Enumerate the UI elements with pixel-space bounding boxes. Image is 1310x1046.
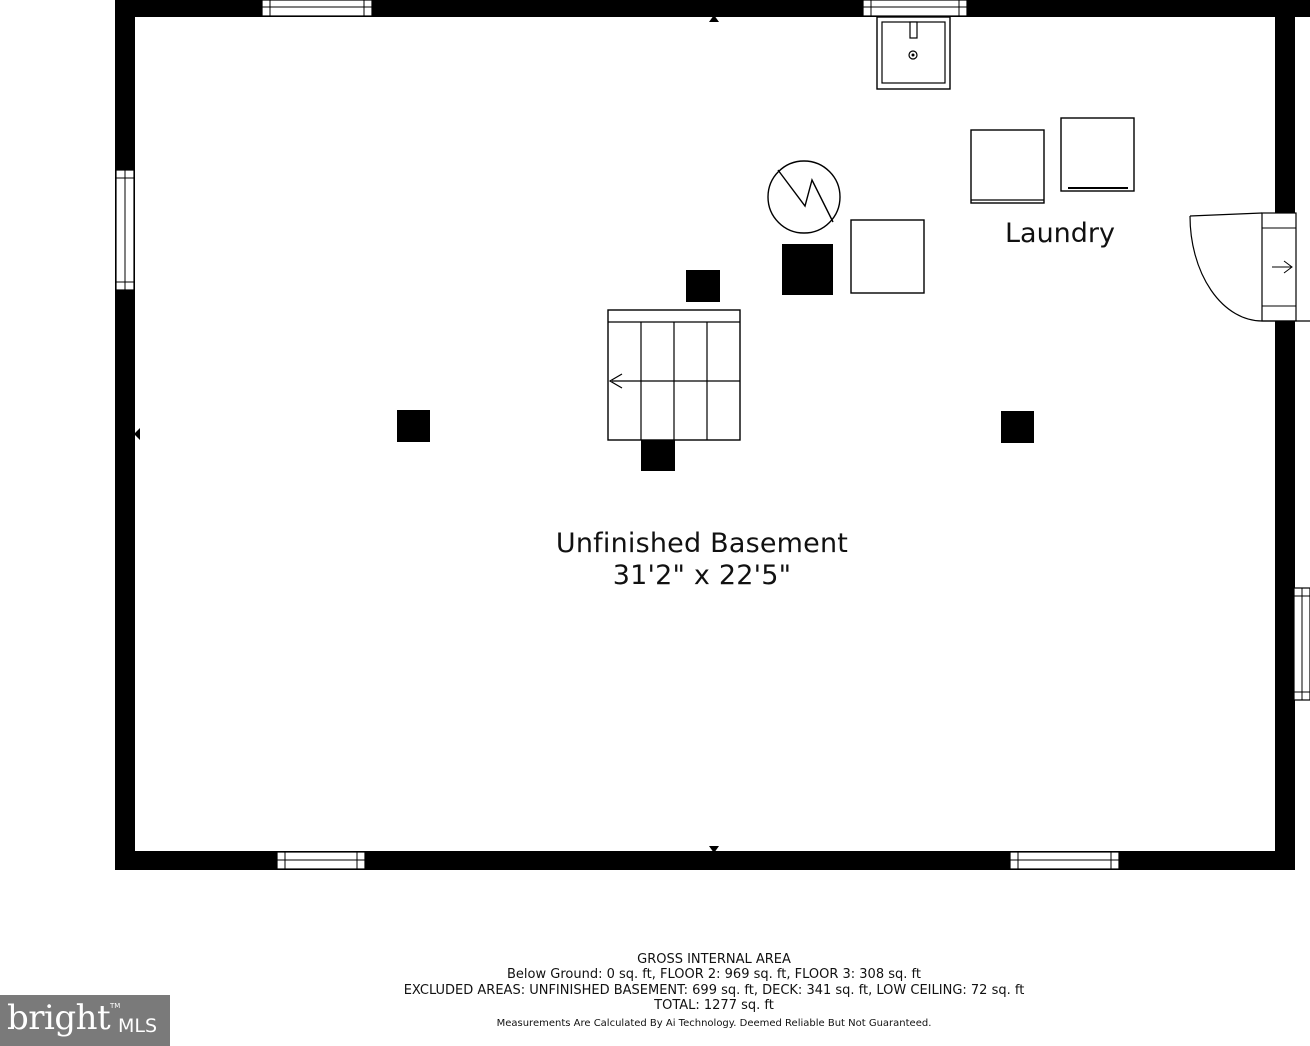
window-icon [115, 169, 135, 291]
support-column-icon [397, 410, 430, 442]
area-floors-line: Below Ground: 0 sq. ft, FLOOR 2: 969 sq.… [507, 967, 921, 983]
window-icon [1293, 587, 1310, 701]
dimension-markers [134, 15, 1293, 853]
area-total-line: TOTAL: 1277 sq. ft [654, 998, 774, 1014]
window-icon [1009, 851, 1120, 870]
door-icon [1189, 212, 1310, 322]
furnace-icon [782, 244, 833, 295]
basement-room-dimensions: 31'2" x 22'5" [612, 560, 792, 592]
logo-brand-text: bright [7, 998, 111, 1038]
window-icon [261, 0, 373, 17]
area-heading: GROSS INTERNAL AREA [637, 952, 791, 967]
area-disclaimer: Measurements Are Calculated By Ai Techno… [496, 1017, 932, 1029]
washer-icon [970, 129, 1045, 204]
laundry-room-label: Laundry [1004, 218, 1116, 249]
water-heater-icon [767, 160, 841, 234]
support-column-icon [641, 440, 675, 471]
window-icon [862, 0, 968, 17]
support-column-icon [686, 270, 720, 302]
basement-room-label: Unfinished Basement 31'2" x 22'5" [450, 528, 954, 593]
support-column-icon [1001, 411, 1034, 443]
bright-mls-logo: bright TM MLS [0, 995, 170, 1046]
dryer-icon [1060, 117, 1135, 192]
logo-trademark: TM [110, 1002, 121, 1010]
window-icon [276, 851, 366, 870]
appliance-icon [850, 219, 925, 294]
logo-mls-text: MLS [118, 1015, 158, 1037]
area-excluded-line: EXCLUDED AREAS: UNFINISHED BASEMENT: 699… [403, 982, 1025, 998]
sink-icon [876, 16, 951, 90]
stairs-icon [607, 309, 741, 441]
area-summary: GROSS INTERNAL AREA Below Ground: 0 sq. … [300, 952, 1128, 1031]
basement-room-name: Unfinished Basement [555, 528, 849, 559]
